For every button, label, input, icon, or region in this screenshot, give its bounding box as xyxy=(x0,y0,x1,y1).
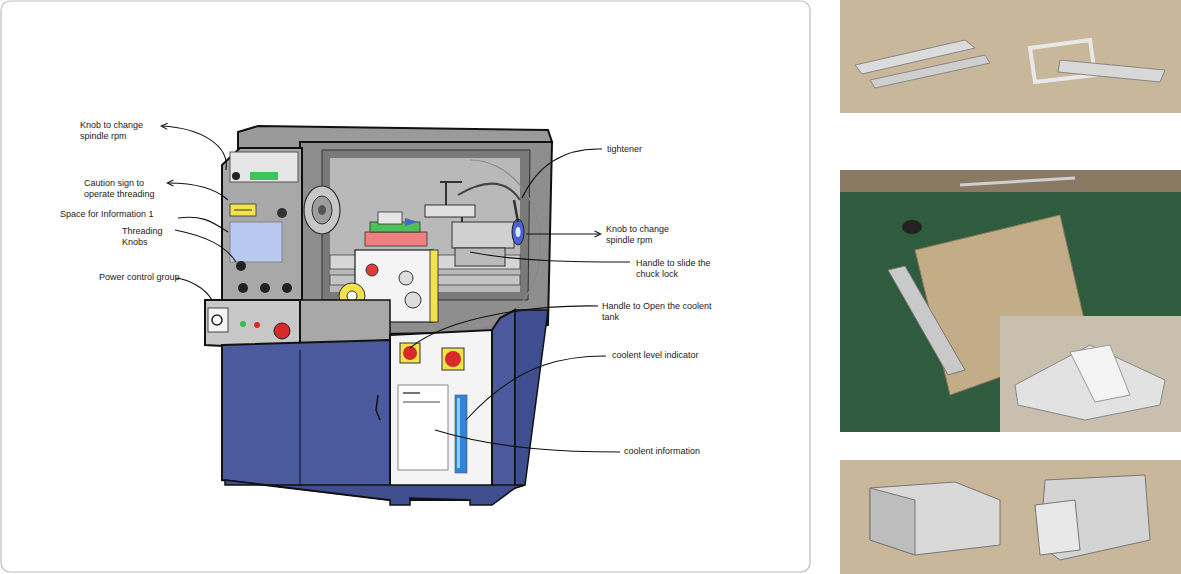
callout-label: Knob to change spindle rpm xyxy=(80,120,166,142)
callout-label: Space for Information 1 xyxy=(60,209,180,220)
callout-label: Threading Knobs xyxy=(122,226,182,248)
callout-label: coolent information xyxy=(624,446,744,457)
callout-label: coolent level indicator xyxy=(612,350,732,361)
prototype-photos xyxy=(840,0,1181,574)
callout-label: Handle to slide the chuck lock xyxy=(636,258,726,280)
panel-frame xyxy=(1,1,810,572)
callout-label: tightener xyxy=(607,144,687,155)
callout-label: Handle to Open the coolent tank xyxy=(602,301,712,323)
callout-label: Power control group xyxy=(99,272,189,283)
callout-label: Knob to change spindle rpm xyxy=(606,224,696,246)
lathe xyxy=(205,126,552,505)
callout-label: Caution sign to operate threading xyxy=(84,178,168,200)
leader-lines xyxy=(162,126,630,452)
